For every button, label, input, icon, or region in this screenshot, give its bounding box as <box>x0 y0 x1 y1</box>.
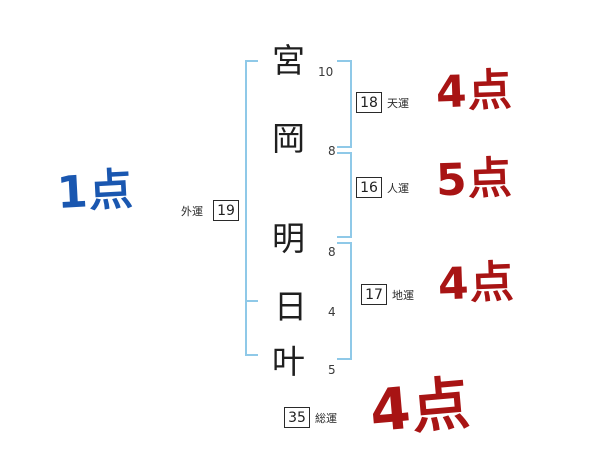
souun-score: 4点 <box>367 368 474 446</box>
jinun-number-box: 16 <box>356 177 382 198</box>
souun-number-box: 35 <box>284 407 310 428</box>
name-char-1: 宮 <box>272 41 305 80</box>
stroke-count-1: 10 <box>318 65 334 79</box>
gaiun-bracket-tick-mid <box>245 300 258 302</box>
jinun-label: 人運 <box>387 182 409 195</box>
gaiun-bracket-line <box>245 60 247 356</box>
jinun-score: 5点 <box>435 152 514 207</box>
stroke-count-4: 4 <box>328 305 336 319</box>
gaiun-score: 1点 <box>55 164 135 219</box>
chiun-bracket-line <box>350 242 352 360</box>
stroke-count-3: 8 <box>328 245 336 259</box>
tenun-score: 4点 <box>435 64 514 119</box>
name-char-3: 明 <box>272 219 305 258</box>
jinun-bracket-tick-top <box>337 152 350 154</box>
souun-label: 総運 <box>315 412 337 425</box>
jinun-bracket-line <box>350 152 352 238</box>
name-char-2: 岡 <box>272 119 305 158</box>
stroke-count-2: 8 <box>328 144 336 158</box>
tenun-label: 天運 <box>387 97 409 110</box>
tenun-bracket-line <box>350 60 352 148</box>
name-char-4: 日 <box>274 287 307 326</box>
chiun-bracket-tick-top <box>337 242 350 244</box>
tenun-bracket-tick-bottom <box>337 146 350 148</box>
chiun-score: 4点 <box>437 256 516 311</box>
stroke-count-5: 5 <box>328 363 336 377</box>
gaiun-label: 外運 <box>181 205 203 218</box>
gaiun-number-box: 19 <box>213 200 239 221</box>
jinun-bracket-tick-bottom <box>337 236 350 238</box>
tenun-number-box: 18 <box>356 92 382 113</box>
gaiun-bracket-tick-top <box>245 60 258 62</box>
chiun-number-box: 17 <box>361 284 387 305</box>
chiun-label: 地運 <box>392 289 414 302</box>
tenun-bracket-tick-top <box>337 60 350 62</box>
gaiun-bracket-tick-bottom <box>245 354 258 356</box>
chiun-bracket-tick-bottom <box>337 358 350 360</box>
name-char-5: 叶 <box>272 342 305 381</box>
